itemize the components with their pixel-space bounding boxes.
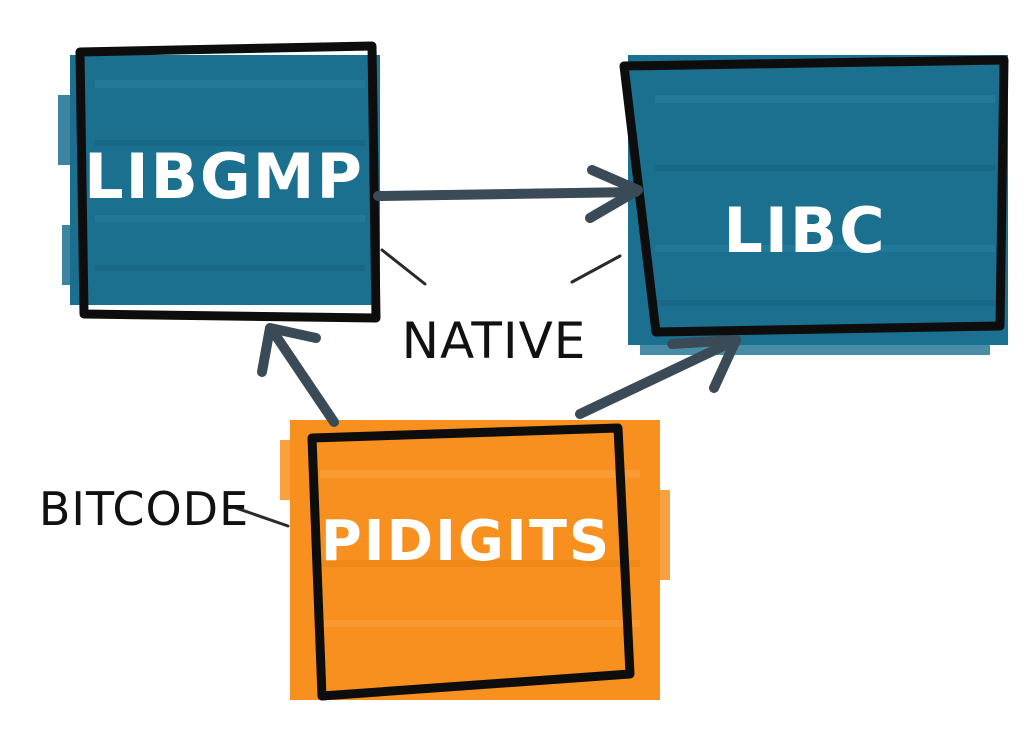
libc-node[interactable]: LIBC [619,55,1009,355]
libgmp-fill [70,55,380,305]
pidigits-fill-smear-right [640,490,670,580]
pidigits-fill-smear-left [280,440,310,500]
native-label: NATIVE [402,312,587,370]
libgmp-label: LIBGMP [84,140,364,213]
pidigits-outline [307,423,635,701]
chevron-arrowhead-icon [585,165,643,223]
arrow-pidigits-to-libgmp [257,323,339,427]
bitcode-leader [234,506,290,528]
libgmp-outline [75,41,381,323]
libc-outline [619,55,1009,337]
bitcode-label: BITCODE [39,482,249,536]
arrow-pidigits-to-libc [575,335,741,419]
libgmp-node[interactable]: LIBGMP [58,41,381,323]
arrow-libgmp-to-libc [373,165,643,223]
pidigits-node[interactable]: PIDIGITS [280,420,670,701]
chevron-arrowhead-icon [667,335,741,393]
chevron-arrowhead-icon [257,323,321,377]
libc-label: LIBC [723,194,886,267]
native-leaders [380,248,622,286]
pidigits-label: PIDIGITS [321,509,612,574]
libc-fill [628,55,1008,345]
